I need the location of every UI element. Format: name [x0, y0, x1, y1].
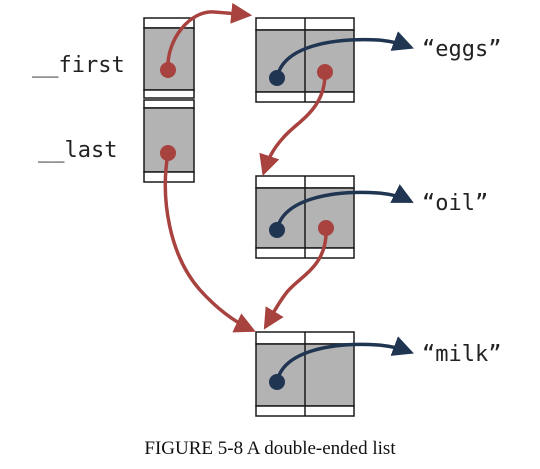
- figure-caption: FIGURE 5-8 A double-ended list: [144, 438, 396, 459]
- first-pointer-dot: [160, 62, 176, 78]
- list-header: [143, 17, 195, 183]
- oil-to-milk-arrow: [263, 226, 328, 330]
- oil-next-dot: [318, 220, 334, 236]
- milk-data-dot: [269, 374, 285, 390]
- oil-data-arrow: [275, 184, 414, 232]
- milk-data-arrow: [275, 336, 414, 384]
- last-pointer-cell: [143, 99, 195, 183]
- data-pointer-dots: [269, 70, 285, 390]
- last-label: __last: [38, 138, 117, 163]
- milk-value: “milk”: [422, 342, 501, 367]
- link-node-eggs: [255, 17, 355, 103]
- link-pointer-dots: [160, 62, 334, 236]
- link-node-oil: [255, 175, 355, 259]
- last-pointer-dot: [160, 145, 176, 161]
- link-arrows: [163, 2, 328, 333]
- oil-value: “oil”: [422, 191, 488, 216]
- first-to-eggs-arrow: [166, 2, 253, 72]
- eggs-next-dot: [317, 64, 333, 80]
- eggs-data-arrow: [275, 31, 414, 80]
- first-label: __first: [32, 53, 125, 78]
- eggs-value: “eggs”: [422, 37, 501, 62]
- last-to-milk-arrow: [163, 151, 256, 333]
- data-arrows: [275, 31, 414, 384]
- eggs-data-dot: [269, 70, 285, 86]
- eggs-to-oil-arrow: [259, 70, 327, 176]
- oil-data-dot: [269, 222, 285, 238]
